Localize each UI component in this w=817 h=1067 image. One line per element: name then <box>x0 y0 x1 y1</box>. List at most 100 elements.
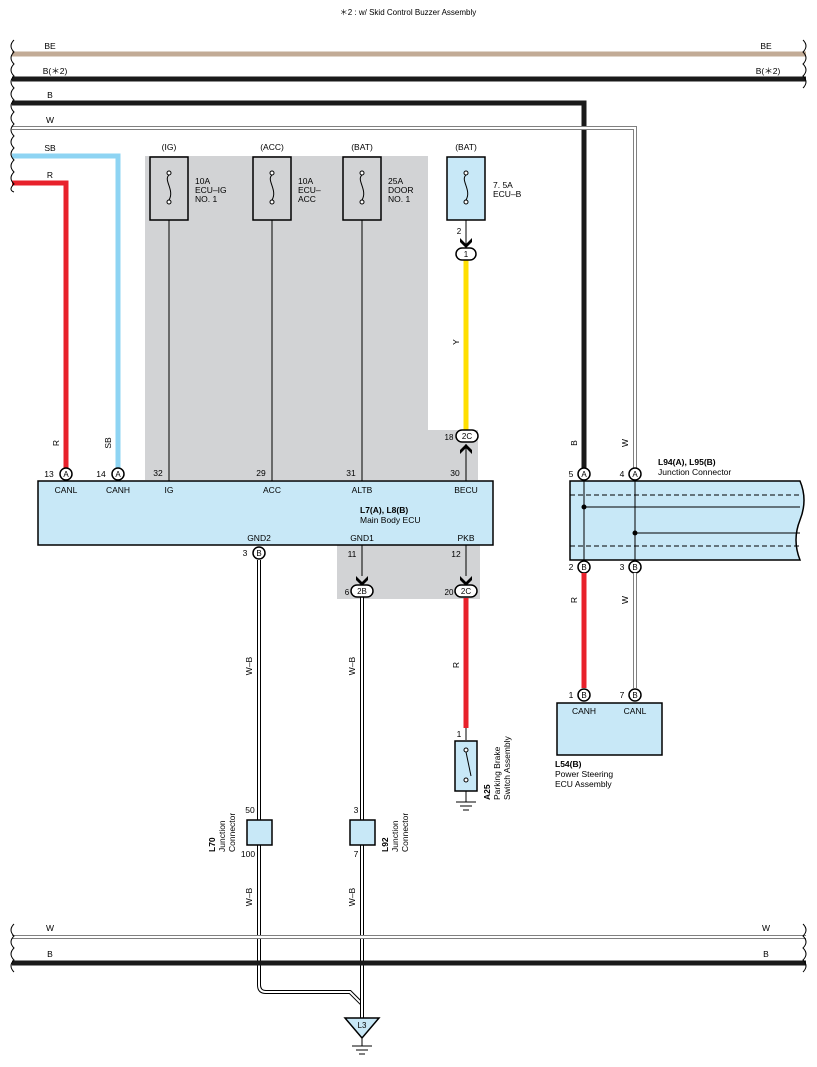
svg-text:ECU–B: ECU–B <box>493 189 522 199</box>
svg-text:B: B <box>256 549 261 558</box>
svg-text:50: 50 <box>245 805 255 815</box>
ecu-pin-pkb: PKB 12 <box>451 533 475 559</box>
svg-text:CANL: CANL <box>624 706 647 716</box>
svg-text:W–B: W–B <box>244 887 254 906</box>
svg-text:CANH: CANH <box>572 706 596 716</box>
svg-text:IG: IG <box>165 485 174 495</box>
fuse-ecu-b: (BAT) 7. 5A ECU–B <box>446 142 522 221</box>
arrow-down <box>460 576 472 586</box>
label-w-top: W <box>46 115 54 125</box>
svg-text:Power Steering: Power Steering <box>555 769 613 779</box>
svg-text:L94(A), L95(B): L94(A), L95(B) <box>658 457 716 467</box>
power-steering-ecu: 1 B 7 B CANH CANL L54(B) Power Steering … <box>555 688 663 789</box>
wire-wb-gnd2 <box>257 560 364 1018</box>
svg-text:R: R <box>569 597 579 603</box>
bus-break-marks-left <box>10 39 15 193</box>
svg-text:A: A <box>581 470 587 479</box>
svg-text:14: 14 <box>96 469 106 479</box>
svg-text:2: 2 <box>457 227 462 236</box>
svg-text:A: A <box>63 470 69 479</box>
svg-text:W: W <box>620 439 630 447</box>
svg-text:7. 5A: 7. 5A <box>493 180 513 190</box>
svg-text:3: 3 <box>620 562 625 572</box>
svg-text:18: 18 <box>445 433 454 442</box>
svg-text:3: 3 <box>354 805 359 815</box>
svg-text:Junction Connector: Junction Connector <box>658 467 731 477</box>
fuse-source: (IG) <box>162 142 177 152</box>
ecu-pin-gnd1: GND1 11 <box>348 533 374 559</box>
svg-text:30: 30 <box>450 468 460 478</box>
svg-text:B: B <box>569 440 579 446</box>
label-b2-left: B(＊2) <box>43 66 68 76</box>
label-sb-top: SB <box>44 143 56 153</box>
arrow-down <box>460 238 472 248</box>
label-be-right: BE <box>760 41 772 51</box>
svg-text:1: 1 <box>457 729 462 739</box>
svg-text:Parking Brake: Parking Brake <box>492 746 502 800</box>
svg-text:7: 7 <box>354 849 359 859</box>
ecu-pin-acc: 29 ACC <box>256 468 281 495</box>
svg-text:29: 29 <box>256 468 266 478</box>
junction-connector-l70: 50 100 L70 Junction Connector <box>207 805 273 859</box>
svg-text:CANH: CANH <box>106 485 130 495</box>
svg-text:13: 13 <box>44 469 54 479</box>
svg-text:PKB: PKB <box>457 533 474 543</box>
bus-break-marks-bottom <box>10 923 807 973</box>
svg-text:4: 4 <box>620 469 625 479</box>
ecu-pin-canl: 13 A CANL <box>44 467 78 495</box>
svg-text:2B: 2B <box>357 587 367 596</box>
bus-break-marks-right <box>802 39 807 89</box>
svg-text:31: 31 <box>346 468 356 478</box>
svg-text:2C: 2C <box>462 432 472 441</box>
wire-b-to-jc <box>12 100 587 470</box>
svg-text:BECU: BECU <box>454 485 478 495</box>
svg-text:W–B: W–B <box>347 656 357 675</box>
wire-w-to-jc-inner <box>12 127 636 470</box>
label-be-left: BE <box>44 41 56 51</box>
junction-connector-l92: 3 7 L92 Junction Connector <box>349 805 410 859</box>
connector-2c-bottom <box>454 584 478 598</box>
wire-r-canl <box>12 180 69 470</box>
svg-text:100: 100 <box>241 849 255 859</box>
svg-text:ACC: ACC <box>298 194 316 204</box>
label-b2-right: B(＊2) <box>756 66 781 76</box>
connector-1 <box>455 247 477 261</box>
svg-text:11: 11 <box>348 549 357 559</box>
label-r-canl: R <box>51 440 61 446</box>
ecu-pin-canh: 14 A CANH <box>96 467 130 495</box>
ecu-pin-altb: 31 ALTB <box>346 468 372 495</box>
wire-sb-canh <box>12 153 121 470</box>
svg-text:R: R <box>451 662 461 668</box>
ground-l3: L3 <box>343 1017 381 1055</box>
svg-text:B: B <box>47 949 53 959</box>
svg-text:ECU–: ECU– <box>298 185 321 195</box>
svg-text:Connector: Connector <box>400 813 410 852</box>
ecu-pin-ig: 32 IG <box>153 468 173 495</box>
svg-text:B: B <box>763 949 769 959</box>
svg-text:ALTB: ALTB <box>352 485 373 495</box>
svg-text:CANL: CANL <box>55 485 78 495</box>
fuse-source: (BAT) <box>455 142 477 152</box>
svg-text:B: B <box>581 563 586 572</box>
svg-text:ECU–IG: ECU–IG <box>195 185 227 195</box>
parking-brake-switch: 1 A25 Parking Brake Switch Assembly <box>454 729 512 811</box>
connector-2b <box>350 584 374 598</box>
svg-text:Junction: Junction <box>390 820 400 852</box>
note-text: ＊2 : w/ Skid Control Buzzer Assembly <box>340 8 477 17</box>
fuse-ecu-ig: (IG) 10A ECU–IG NO. 1 <box>149 142 227 221</box>
svg-text:Connector: Connector <box>227 813 237 852</box>
svg-text:L3: L3 <box>358 1021 367 1030</box>
svg-text:10A: 10A <box>195 176 210 186</box>
svg-text:1: 1 <box>464 250 469 259</box>
svg-text:2: 2 <box>569 562 574 572</box>
svg-text:NO. 1: NO. 1 <box>388 194 410 204</box>
svg-text:A: A <box>632 470 638 479</box>
main-ecu-name: Main Body ECU <box>360 515 420 525</box>
svg-text:32: 32 <box>153 468 163 478</box>
svg-text:L54(B): L54(B) <box>555 759 582 769</box>
svg-text:W: W <box>46 923 54 933</box>
svg-text:W–B: W–B <box>244 656 254 675</box>
fuse-door-no1: (BAT) 25A DOOR NO. 1 <box>342 142 414 221</box>
fuse-source: (BAT) <box>351 142 373 152</box>
